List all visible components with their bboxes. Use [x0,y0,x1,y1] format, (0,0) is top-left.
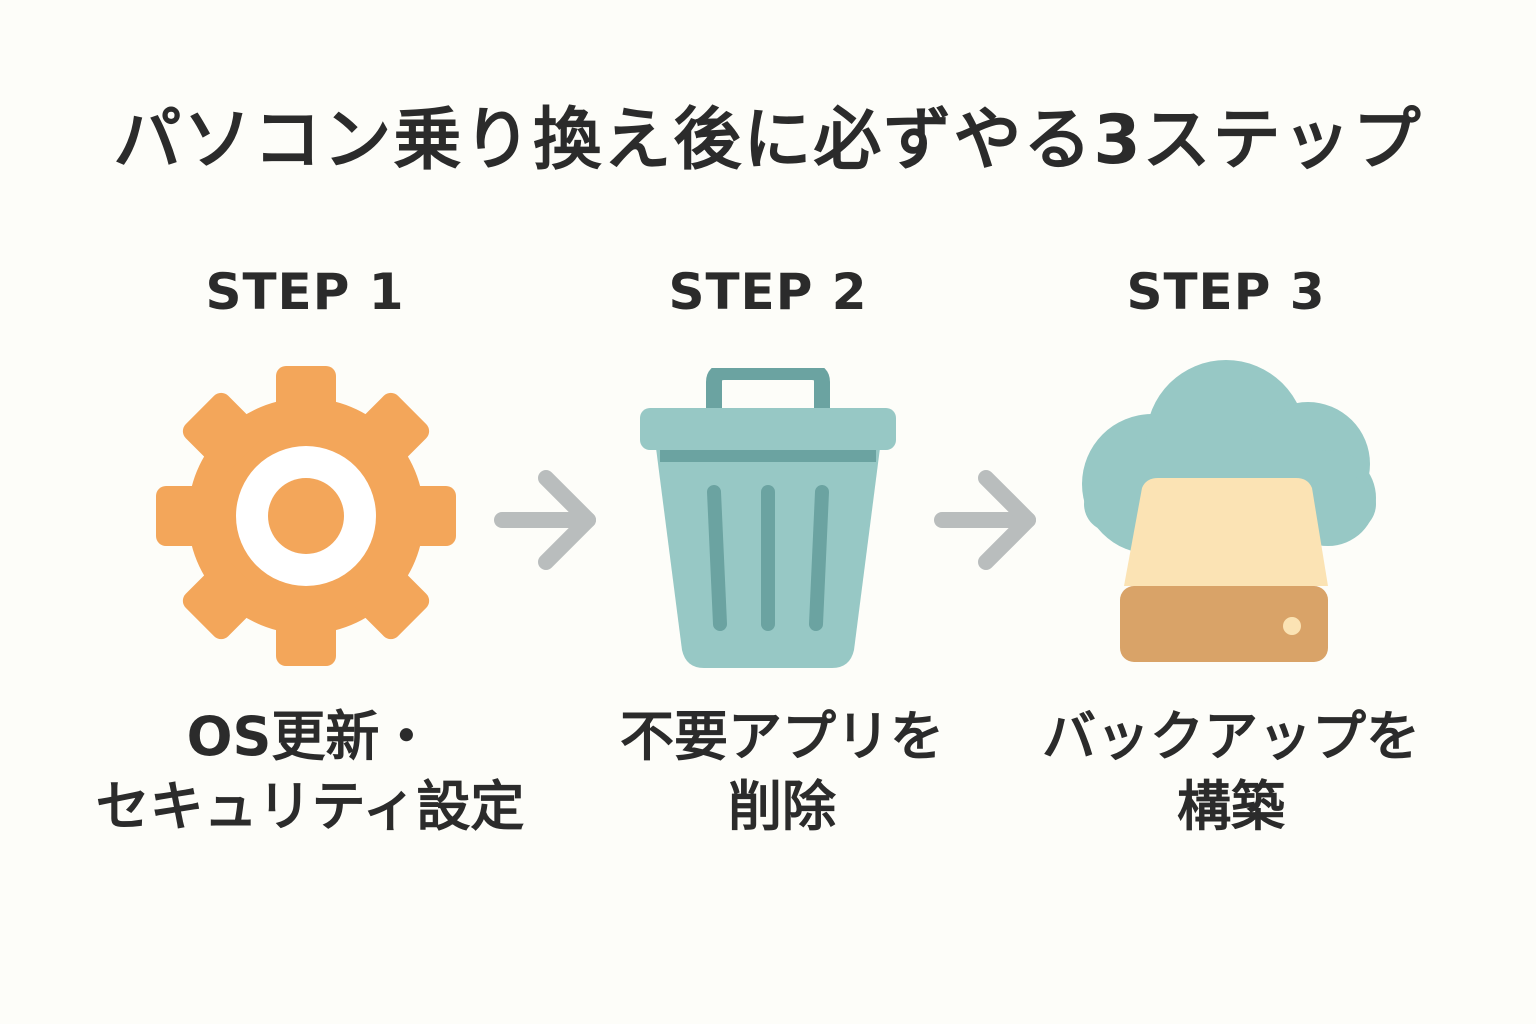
cloud-drive-icon [1082,360,1376,662]
page-title: パソコン乗り換え後に必ずやる3ステップ [113,101,1423,180]
step-3-label: STEP 3 [1126,263,1326,321]
arrow-right-icon [934,470,1036,570]
step-1-description: OS更新・ セキュリティ設定 [60,702,560,842]
step-1-label: STEP 1 [205,263,405,321]
step-2-label: STEP 2 [668,263,868,321]
gear-icon [156,366,456,666]
trash-icon [640,368,896,668]
step-1-description-line-2: セキュリティ設定 [95,775,525,838]
arrow-right-icon [494,470,596,570]
step-3-description-line-1: バックアップを [1042,705,1420,768]
step-2-description-line-1: 不要アプリを [620,705,944,768]
step-3-description-line-2: 構築 [1177,775,1285,838]
step-2-description: 不要アプリを 削除 [532,702,1032,842]
step-3-description: バックアップを 構築 [996,702,1466,842]
step-2-description-line-2: 削除 [728,775,836,838]
step-1-description-line-1: OS更新・ [186,705,434,768]
